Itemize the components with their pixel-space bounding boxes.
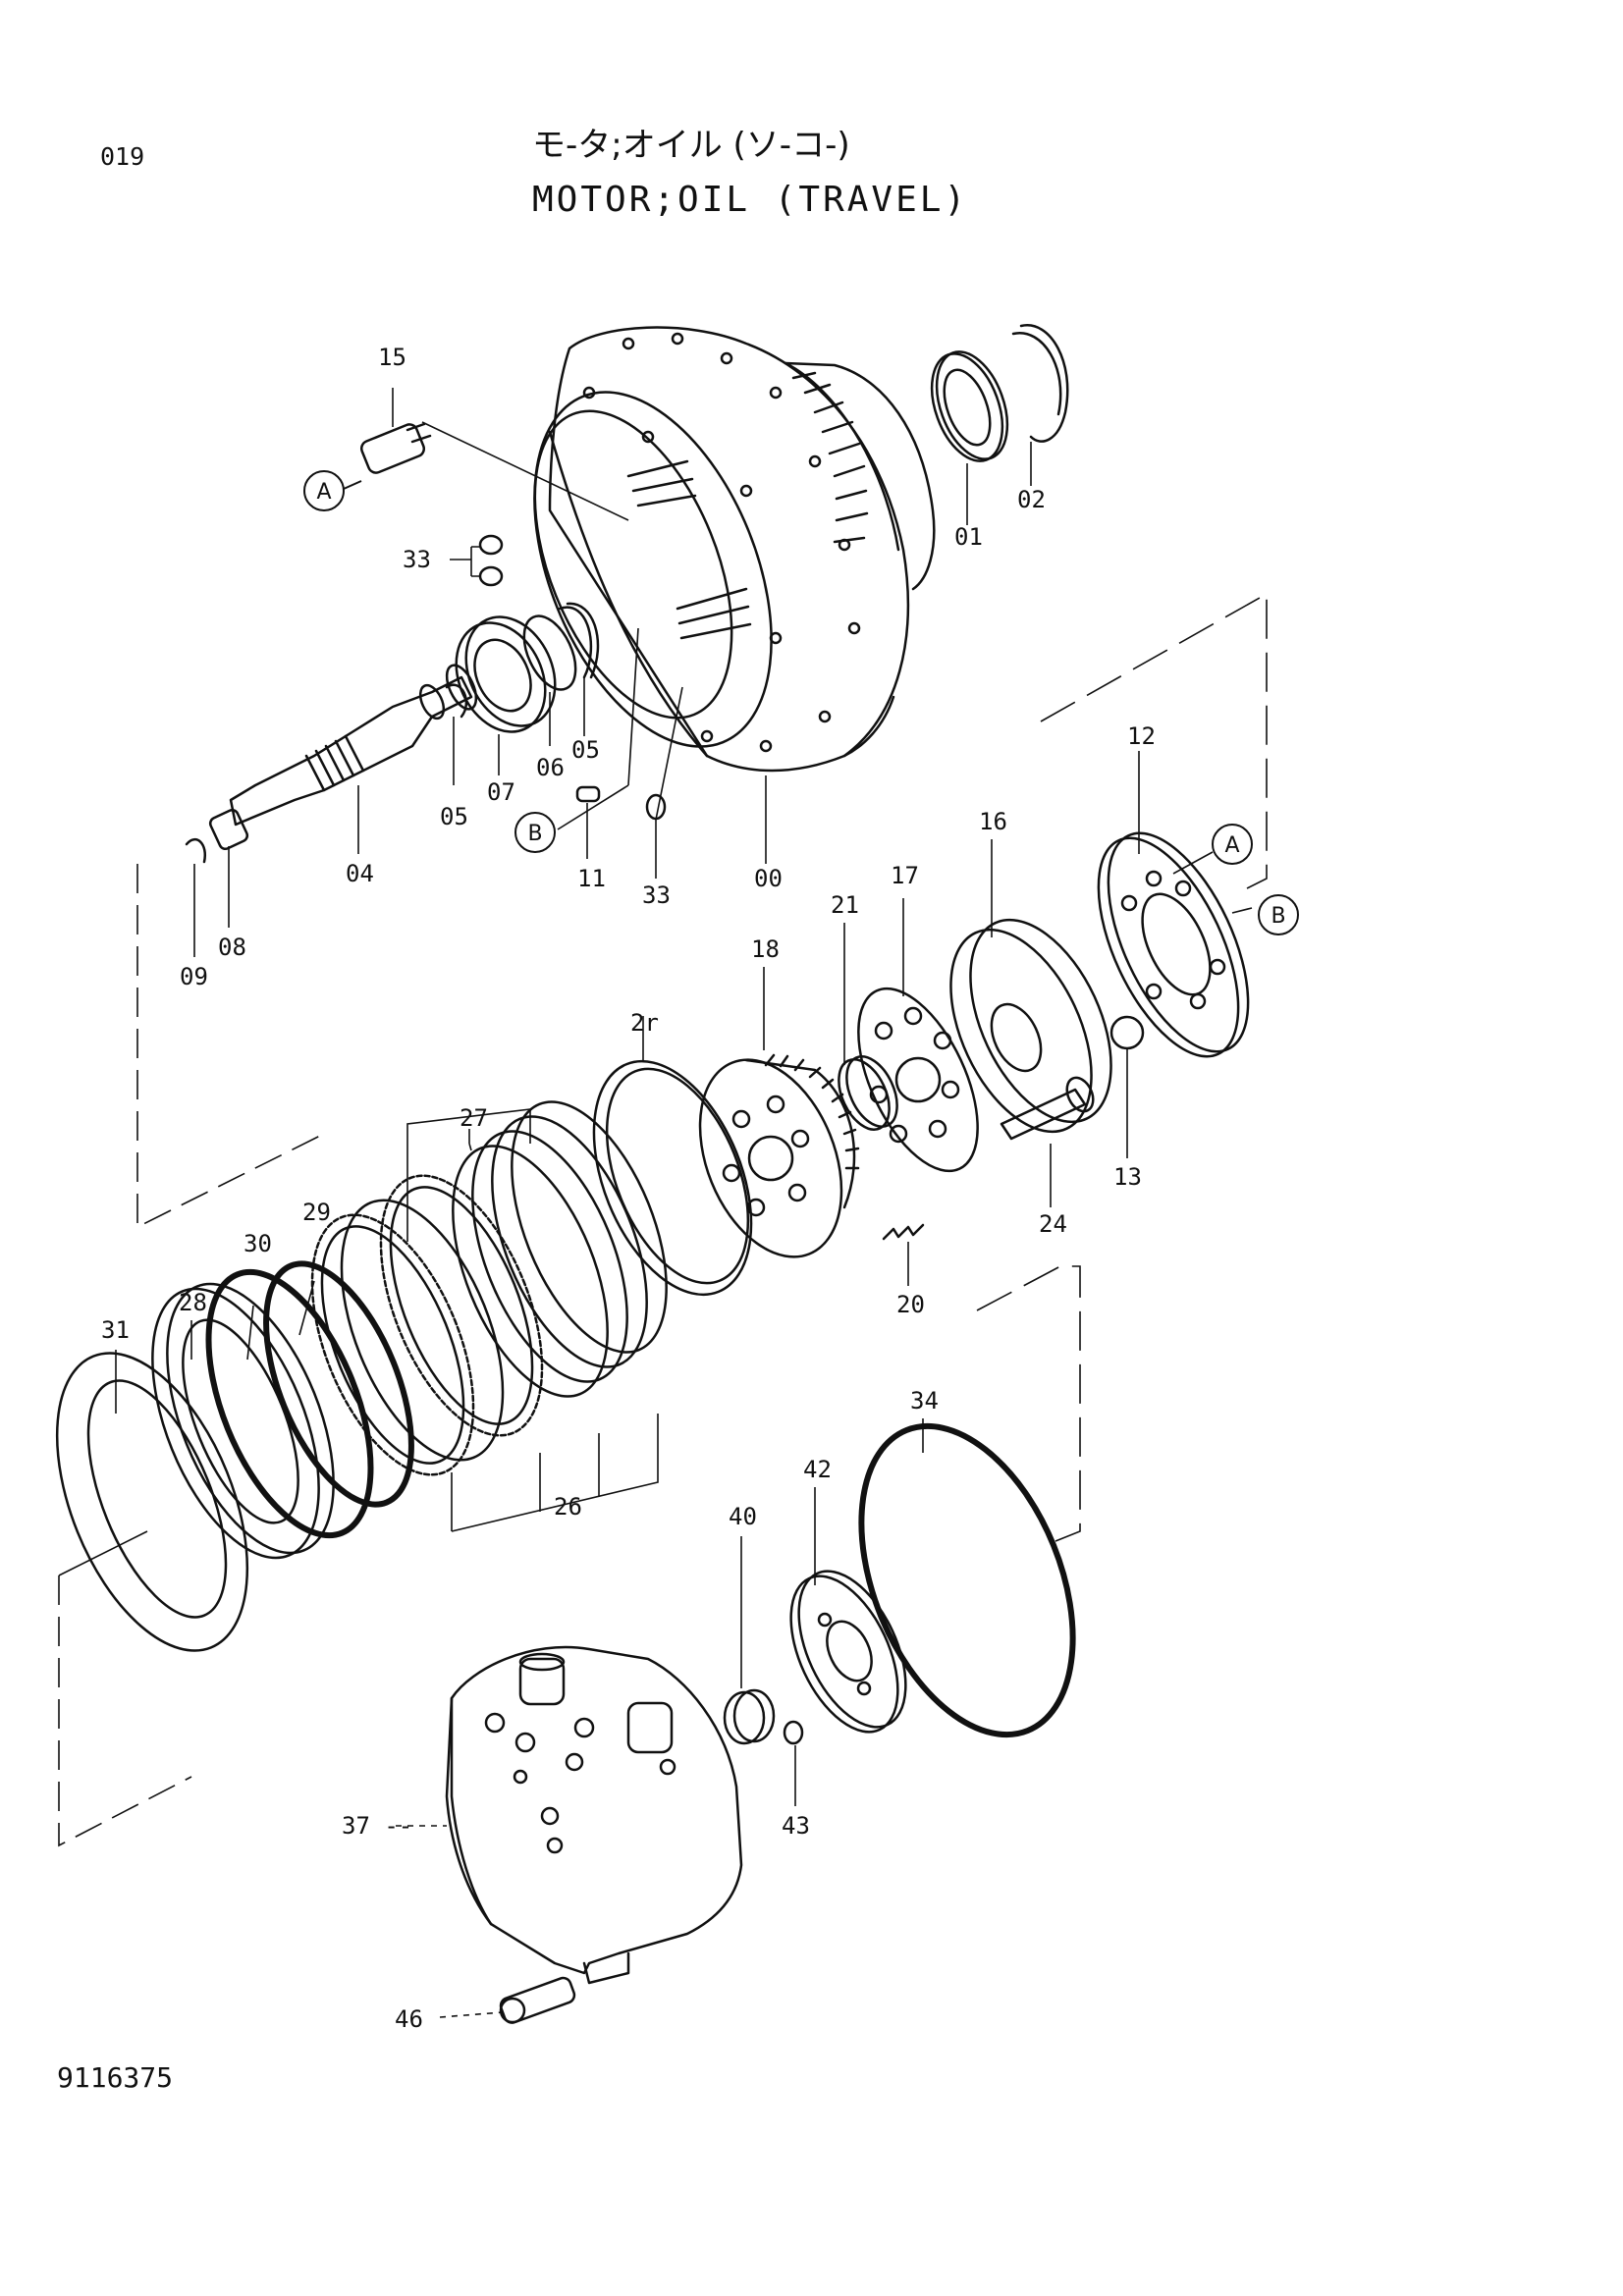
callout-33-upper: 33 (403, 546, 431, 573)
title-japanese: モ-タ;オイル (ソ-コ-) (532, 126, 850, 165)
callout-02: 02 (1017, 486, 1046, 513)
pin-part (575, 785, 601, 803)
part-callouts: 00 01 02 04 05 05 06 07 08 09 11 12 13 1… (101, 344, 1156, 2033)
pin-part (783, 1720, 804, 1745)
washer-part (55, 1352, 249, 1652)
reference-marker-b-right: B (1258, 894, 1299, 935)
callout-12: 12 (1127, 722, 1156, 750)
reference-marker-a-right: A (1212, 824, 1253, 865)
plate-part (1097, 831, 1250, 1058)
cylinder-block-part (698, 1053, 860, 1258)
callout-2r: 2r (630, 1009, 659, 1037)
callout-18: 18 (751, 935, 780, 963)
callout-00: 00 (754, 865, 783, 892)
retainer-plate-part (857, 987, 979, 1173)
shaft-part (229, 664, 478, 827)
bolt-part (499, 1976, 576, 2024)
callout-07: 07 (487, 778, 515, 806)
callout-13: 13 (1113, 1163, 1142, 1191)
o-ring-part (205, 1268, 374, 1539)
ring-part (592, 1059, 753, 1297)
bearing-part (838, 1055, 898, 1131)
o-ring-part (263, 1260, 414, 1508)
bearing-part (723, 1688, 776, 1745)
plate-stack-part (452, 1100, 668, 1398)
svg-text:A: A (1224, 833, 1239, 858)
callout-34: 34 (910, 1387, 939, 1415)
reference-marker-b-left: B (514, 812, 556, 853)
callout-01: 01 (954, 523, 983, 551)
drawing-number: 9116375 (57, 2061, 174, 2094)
callout-40: 40 (729, 1503, 757, 1530)
callout-30: 30 (243, 1230, 272, 1257)
snap-ring-part (558, 606, 593, 679)
svg-text:B: B (1271, 904, 1285, 929)
pin-part (359, 422, 432, 474)
valve-casing-part (445, 1645, 743, 1985)
page-number: 019 (100, 142, 145, 171)
seal-part (930, 350, 1009, 462)
bearing-part (455, 615, 557, 733)
callout-17: 17 (891, 862, 919, 889)
callout-27: 27 (460, 1104, 488, 1132)
snap-ring-part (185, 837, 207, 864)
callout-20: 20 (896, 1291, 925, 1318)
pin-part (1000, 1076, 1095, 1141)
ball-part (1109, 1015, 1145, 1050)
callout-31: 31 (101, 1316, 130, 1344)
o-ring-part (645, 793, 667, 821)
o-ring-part (858, 1422, 1076, 1738)
callout-43: 43 (782, 1812, 810, 1840)
snap-ring-part (445, 683, 468, 719)
reference-marker-a-left: A (303, 470, 345, 511)
svg-text:A: A (316, 480, 331, 505)
o-ring-part (478, 565, 504, 587)
callout-28: 28 (179, 1289, 207, 1316)
callout-33-lower: 33 (642, 881, 671, 909)
spring-part (882, 1223, 925, 1241)
callout-06: 06 (536, 754, 565, 781)
callout-26: 26 (554, 1493, 582, 1521)
callout-24: 24 (1039, 1210, 1067, 1238)
title-english: MOTOR;OIL (TRAVEL) (532, 180, 969, 220)
callout-29: 29 (302, 1199, 331, 1226)
housing-part (533, 326, 936, 773)
spacer-part (522, 614, 577, 691)
callout-42: 42 (803, 1456, 832, 1483)
svg-text:B: B (527, 822, 542, 846)
piston-part (151, 1282, 335, 1560)
callout-15: 15 (378, 344, 406, 371)
friction-plate-part (310, 1174, 544, 1476)
callout-04: 04 (346, 860, 374, 887)
callout-37: 37 -- (342, 1812, 412, 1840)
valve-plate-part (949, 918, 1112, 1134)
o-ring-part (478, 534, 504, 556)
callout-16: 16 (979, 808, 1007, 835)
callout-46: 46 (395, 2005, 423, 2033)
callout-21: 21 (831, 891, 859, 919)
collar-part (208, 808, 249, 851)
snap-ring-part (1011, 324, 1069, 443)
callout-08: 08 (218, 934, 246, 961)
callout-09: 09 (180, 963, 208, 990)
callout-11: 11 (577, 865, 606, 892)
valve-plate-part (789, 1570, 907, 1734)
callout-05-upper: 05 (571, 736, 600, 764)
callout-05-lower: 05 (440, 803, 468, 830)
